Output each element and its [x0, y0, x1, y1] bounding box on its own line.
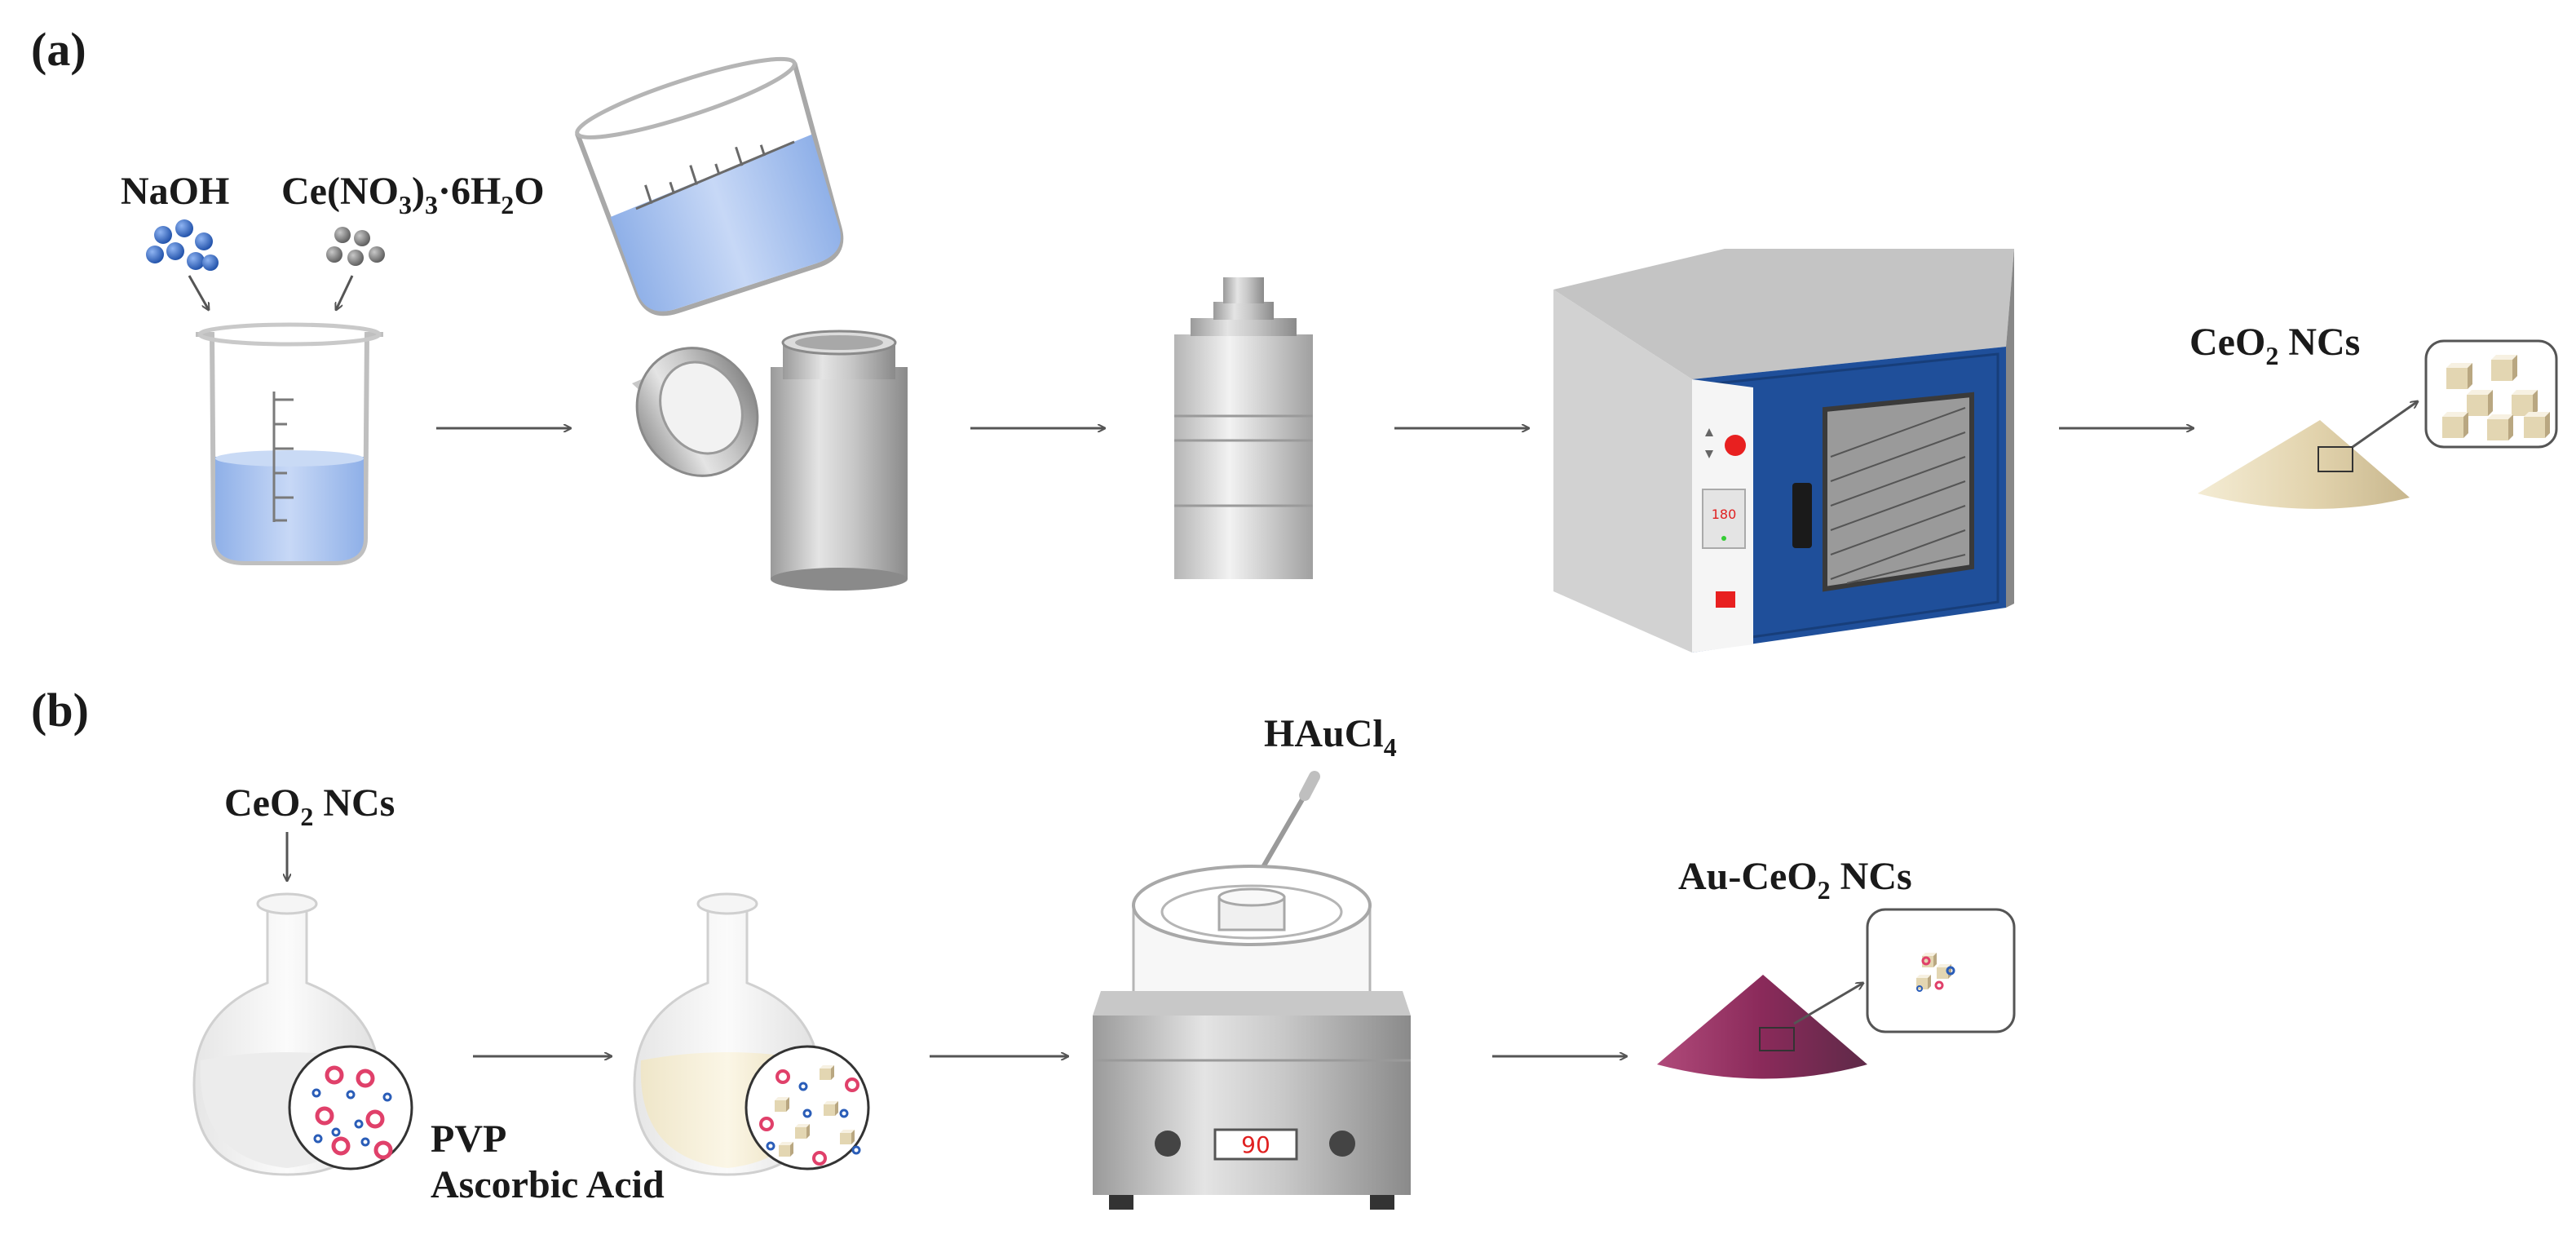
au-ceo2-nanocube-inset: [1866, 908, 2016, 1033]
panel-a-label: (a): [31, 23, 86, 76]
naoh-label: NaOH: [121, 170, 229, 213]
naoh-addition-arrow: [188, 275, 209, 310]
oven-icon: [1553, 249, 2014, 653]
au-ceo2-product-label: Au-CeO2 NCs: [1678, 855, 1912, 905]
panel-b-label: (b): [31, 684, 89, 737]
ascorbic-acid-label: Ascorbic Acid: [431, 1163, 665, 1206]
haucl4-label: HAuCl4: [1264, 712, 1397, 762]
liner-lid-icon: [632, 347, 759, 477]
pvp-label: PVP: [431, 1117, 506, 1161]
oven-temperature-display: 180: [1712, 507, 1737, 522]
flask-2-zoom-inset: [745, 1045, 870, 1170]
cerium-nitrate-particles: [326, 227, 385, 266]
cerium-nitrate-label: Ce(NO3)3·6H2O: [281, 170, 545, 219]
zoom-arrow-a: [2352, 401, 2418, 449]
autoclave-icon: [1174, 277, 1313, 579]
ceo2-product-label: CeO2 NCs: [2189, 321, 2360, 370]
naoh-particles: [146, 219, 219, 271]
au-ceo2-powder-pile: [1657, 975, 1867, 1079]
ceo2-nanocube-inset: [2424, 339, 2558, 449]
flask-1-zoom-inset: [288, 1045, 413, 1170]
stirrer-temperature-display: 90: [1241, 1131, 1270, 1158]
ceo2-powder-pile: [2198, 420, 2410, 509]
pouring-beaker-icon: [575, 56, 844, 316]
beaker-icon: [196, 322, 383, 565]
liner-body-icon: [771, 330, 908, 591]
ceo2-input-label: CeO2 NCs: [224, 781, 395, 831]
zoom-arrow-b: [1793, 983, 1863, 1025]
cerium-addition-arrow: [336, 275, 354, 310]
hot-plate-stirrer-icon: [1093, 865, 1411, 1210]
